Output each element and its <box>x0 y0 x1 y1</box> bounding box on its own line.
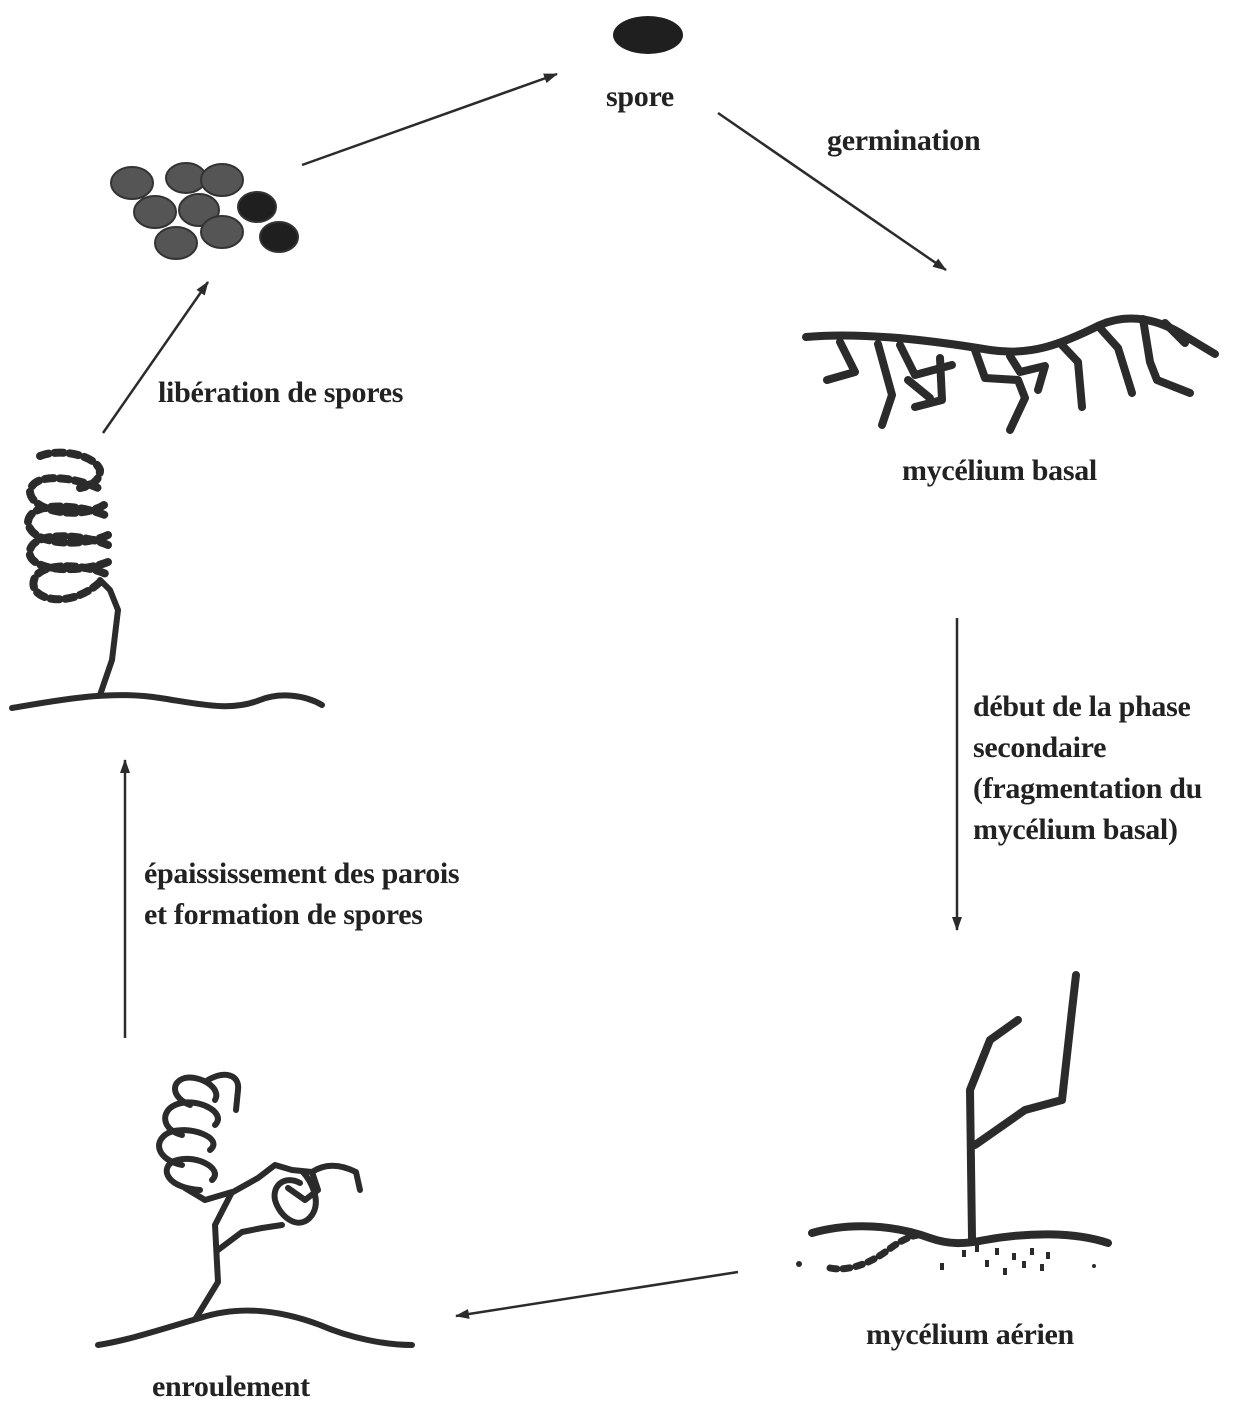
label-coiling: enroulement <box>152 1366 310 1407</box>
wall-thickening-line: et formation de spores <box>144 894 459 935</box>
arrow-release-to-spore <box>302 74 557 165</box>
aerial-mycelium-icon <box>796 975 1108 1275</box>
label-germination: germination <box>827 120 980 161</box>
label-spore: spore <box>606 76 674 117</box>
basal-mycelium-icon <box>806 319 1215 430</box>
label-spore-release: libération de spores <box>158 372 403 413</box>
spore-icon <box>613 16 683 54</box>
secondary-phase-line: (fragmentation du <box>973 768 1202 809</box>
coiling-hyphae-icon <box>98 1075 412 1345</box>
spore-cluster-icon <box>111 163 298 259</box>
label-aerial-mycelium: mycélium aérien <box>866 1314 1074 1355</box>
secondary-phase-line: secondaire <box>973 727 1202 768</box>
label-wall-thickening: épaississement des parois et formation d… <box>144 853 459 935</box>
secondary-phase-line: mycélium basal) <box>973 809 1202 850</box>
spore-chain-spiral-icon <box>12 453 322 708</box>
arrow-to-coiling <box>456 1272 738 1316</box>
wall-thickening-line: épaississement des parois <box>144 853 459 894</box>
secondary-phase-line: début de la phase <box>973 686 1202 727</box>
label-basal-mycelium: mycélium basal <box>902 450 1097 491</box>
label-secondary-phase: début de la phase secondaire (fragmentat… <box>973 686 1202 850</box>
